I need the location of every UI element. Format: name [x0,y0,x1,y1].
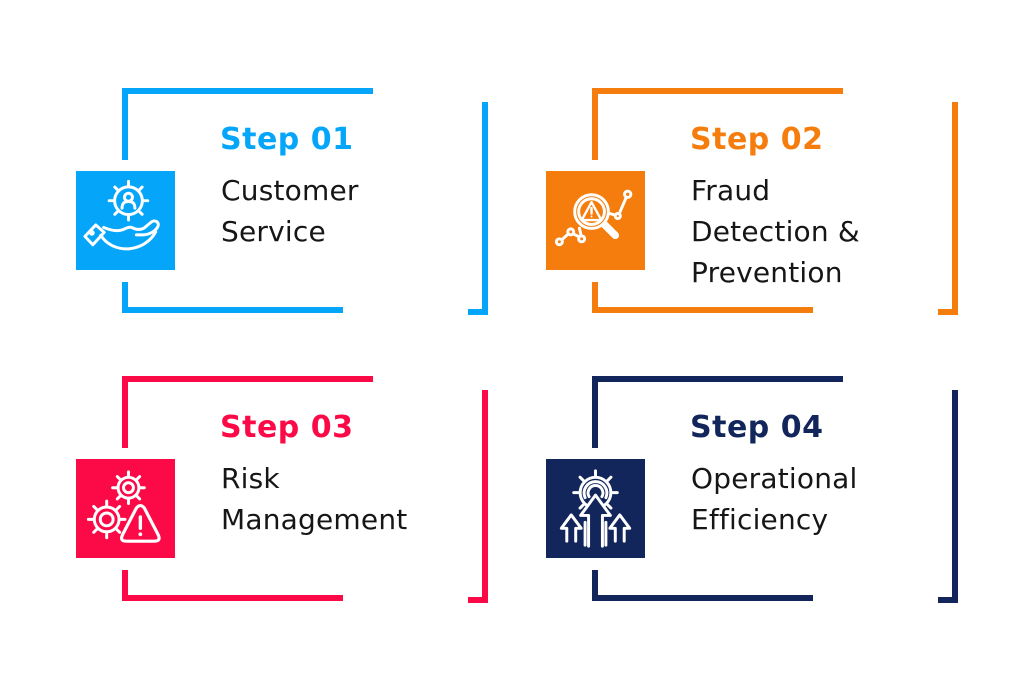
frame-bottom-line [592,595,813,601]
step-02-block: Step 02 Fraud Detection & Prevention [515,70,1005,330]
frame-left-line-upper [592,376,598,448]
frame-top-line [592,376,843,382]
step-01-block: Step 01 Customer Service [45,70,535,330]
frame-left-line-lower [592,282,598,313]
frame-bottom-line [592,307,813,313]
step-title: Operational Efficiency [691,462,858,536]
frame-right-serif [468,309,488,315]
frame-right-line [952,102,958,315]
step-04-block: Step 04 Operational Efficiency [515,358,1005,618]
step-title: Customer Service [221,174,359,248]
frame-top-line [122,376,373,382]
frame-bottom-line [122,307,343,313]
frame-left-line-upper [592,88,598,160]
frame-bottom-line [122,595,343,601]
frame-left-line-upper [122,376,128,448]
frame-right-serif [468,597,488,603]
hand-presenting-user-gear-icon [76,171,175,270]
frame-right-serif [938,597,958,603]
step-title: Risk Management [221,462,408,536]
frame-right-line [482,390,488,603]
gears-risk-warning-icon [76,459,175,558]
frame-left-line-upper [122,88,128,160]
step-label: Step 01 [220,122,354,157]
frame-left-line-lower [122,570,128,601]
frame-left-line-lower [592,570,598,601]
magnifier-fraud-alert-icon [546,171,645,270]
frame-right-line [482,102,488,315]
frame-right-serif [938,309,958,315]
step-label: Step 03 [220,410,354,445]
frame-top-line [122,88,373,94]
step-label: Step 02 [690,122,824,157]
gear-growth-arrows-icon [546,459,645,558]
step-03-block: Step 03 Risk Management [45,358,535,618]
frame-top-line [592,88,843,94]
step-title: Fraud Detection & Prevention [691,174,860,289]
frame-right-line [952,390,958,603]
frame-left-line-lower [122,282,128,313]
step-label: Step 04 [690,410,824,445]
